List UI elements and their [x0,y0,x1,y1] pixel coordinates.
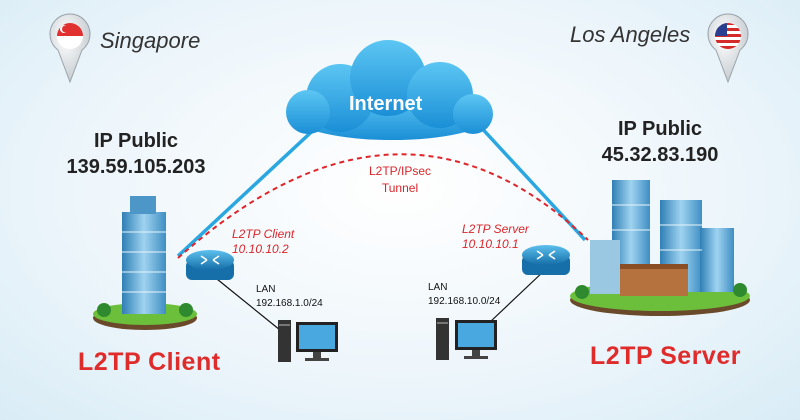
server-title: L2TP Server [590,342,741,370]
internet-label: Internet [349,93,423,115]
server-router-role: L2TP Server [462,222,529,236]
tunnel-label-line-2: Tunnel [381,181,419,195]
server-internet-link [463,108,587,242]
client-router-role: L2TP Client [232,227,295,241]
cloud-icon [286,40,493,140]
singapore-flag-pin-icon [49,13,91,84]
server-lan-title: LAN [428,282,448,293]
client-lan-title: LAN [256,284,276,295]
tunnel-label-line-1: L2TP/IPsec [368,164,432,178]
client-ip-public-label: IP Public [93,130,179,152]
server-ip-public-label: IP Public [617,118,703,140]
los-angeles-label: Los Angeles [570,22,691,47]
server-office-building-icon [570,180,750,316]
client-ip-public-block: IP Public 139.59.105.203 [36,128,236,180]
server-ip-public-value: 45.32.83.190 [601,144,719,166]
l2tp-tunnel-line [177,153,589,259]
server-desktop-computer-icon [436,318,497,360]
tunnel-label: L2TP/IPsec Tunnel [355,163,445,197]
client-desktop-computer-icon [278,320,338,362]
client-office-building-icon [93,196,197,330]
server-router-label: L2TP Server 10.10.10.1 [462,222,529,252]
singapore-label: Singapore [100,28,201,53]
usa-flag-pin-icon [707,13,749,84]
server-lan-label: LAN 192.168.10.0/24 [428,281,500,309]
client-router-ip: 10.10.10.2 [232,242,289,256]
client-title: L2TP Client [78,348,221,376]
server-ip-public-block: IP Public 45.32.83.190 [560,116,760,168]
client-lan-subnet: 192.168.1.0/24 [256,298,323,309]
client-router-label: L2TP Client 10.10.10.2 [232,227,294,257]
internet-links [176,108,587,258]
server-lan-subnet: 192.168.10.0/24 [428,296,501,307]
client-lan-label: LAN 192.168.1.0/24 [256,283,323,311]
server-router-icon [522,245,570,275]
client-ip-public-value: 139.59.105.203 [66,156,206,178]
client-router-icon [186,250,234,280]
server-router-ip: 10.10.10.1 [462,237,519,251]
client-internet-link [176,108,337,258]
client-lan-cable [211,274,281,331]
server-lan-cable [489,269,546,323]
